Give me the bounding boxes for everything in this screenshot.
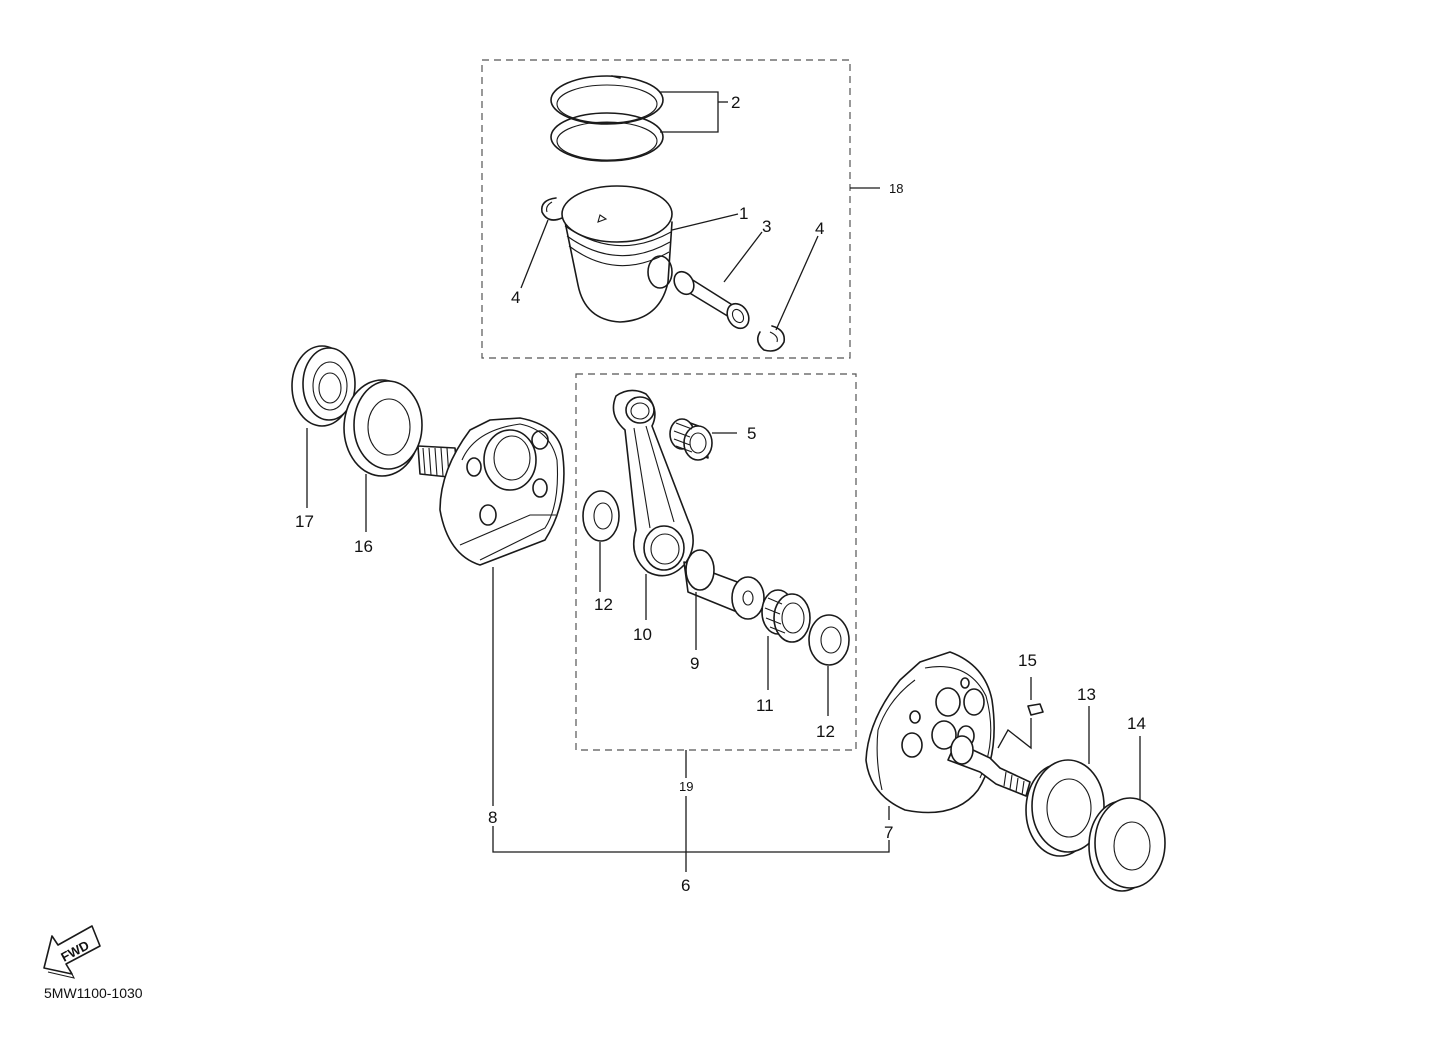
callout-6: 6 [681, 876, 690, 895]
crankshaft-half-right [865, 651, 1031, 814]
crank-pin [683, 549, 765, 620]
callout-11: 11 [756, 696, 774, 715]
callout-16: 16 [354, 537, 373, 556]
outer-bearing-right [1088, 797, 1166, 892]
circlip-left [540, 197, 563, 221]
callout-4-right: 4 [815, 219, 824, 238]
callout-18: 18 [889, 181, 903, 196]
callout-17: 17 [295, 512, 314, 531]
crankshaft-half-left [417, 417, 565, 566]
callout-2: 2 [731, 93, 740, 112]
callout-5: 5 [747, 424, 756, 443]
callout-3: 3 [762, 217, 771, 236]
circlip-right [756, 325, 786, 352]
piston-rings [550, 75, 664, 162]
piston [561, 185, 673, 323]
thrust-washer-left [582, 490, 620, 542]
crank-bearing-right [1025, 759, 1105, 857]
callout-13: 13 [1077, 685, 1096, 704]
callout-14: 14 [1127, 714, 1146, 733]
connecting-rod-kit-group-box [575, 373, 857, 751]
callout-9: 9 [690, 654, 699, 673]
small-end-needle-bearing [669, 418, 713, 461]
callout-4-left: 4 [511, 288, 520, 307]
callout-1: 1 [739, 204, 748, 223]
callout-12-left: 12 [594, 595, 613, 614]
thrust-washer-right [808, 614, 850, 666]
big-end-needle-bearing [761, 589, 811, 643]
leader-lines [306, 91, 1141, 872]
callout-15: 15 [1018, 651, 1037, 670]
callout-7: 7 [884, 823, 893, 842]
fwd-arrow-icon: FWD [43, 925, 101, 979]
diagram-code: 5MW1100-1030 [44, 985, 143, 1001]
callout-19: 19 [679, 779, 693, 794]
woodruff-key [1027, 703, 1044, 716]
crank-bearing-left [343, 379, 423, 477]
piston-pin [673, 270, 750, 330]
piston-kit-group-box [481, 59, 851, 359]
callout-8: 8 [488, 808, 497, 827]
oil-seal [291, 345, 356, 427]
callout-10: 10 [633, 625, 652, 644]
callout-12-right: 12 [816, 722, 835, 741]
